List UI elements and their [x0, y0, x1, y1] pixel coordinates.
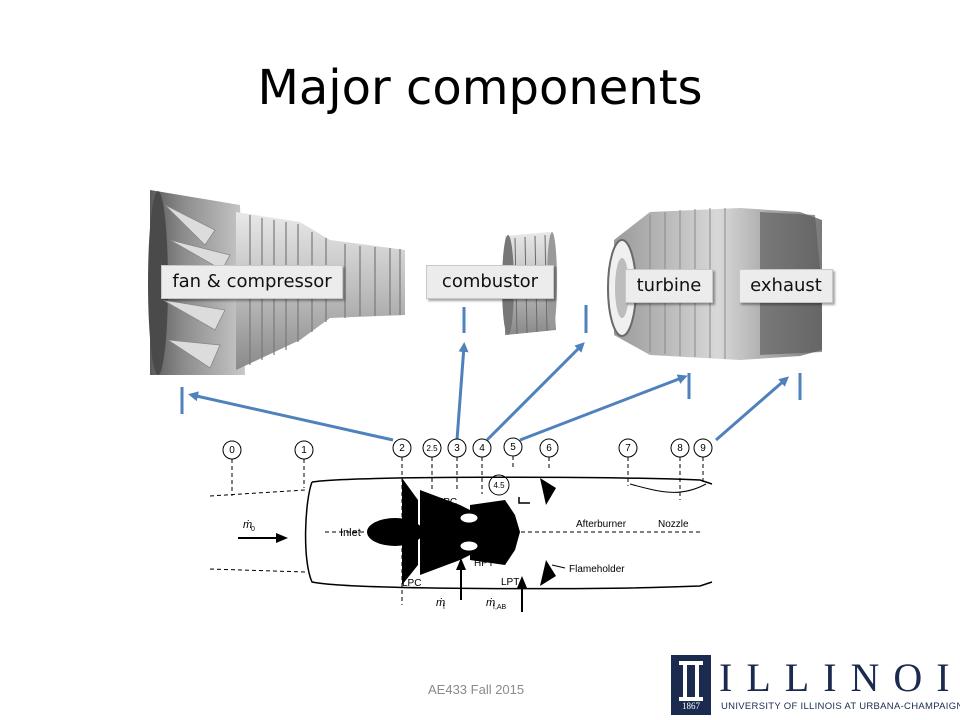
engine-schematic: 0 1 2 2.5 3 4 5 6 7 8 9 4.5 [209, 437, 713, 612]
label-nozzle: Nozzle [658, 519, 689, 530]
label-mf: ṁ [436, 597, 445, 609]
station-7: 7 [625, 443, 631, 454]
slide-title: Major components [257, 60, 703, 116]
label-mfab: ṁ [486, 597, 495, 609]
station-3: 3 [454, 443, 460, 454]
label-hpc: HPC [436, 497, 457, 508]
label-mfab-sub: f,AB [493, 604, 507, 611]
arrow-to-exhaust [715, 376, 790, 442]
label-mf-sub: f [443, 604, 445, 611]
arrow-to-fan [188, 391, 394, 442]
label-inlet: Inlet [340, 527, 361, 539]
station-8: 8 [677, 443, 683, 454]
station-2: 2 [399, 443, 405, 454]
station-5: 5 [510, 442, 516, 453]
station-2-5: 2.5 [426, 444, 438, 453]
label-lpc: LPC [402, 578, 421, 589]
station-4: 4 [479, 443, 485, 454]
callout-exhaust: exhaust [739, 269, 833, 303]
label-hpt: HPT [474, 558, 494, 569]
arrow-to-turbine [519, 374, 688, 442]
arrow-to-combustor [455, 342, 469, 441]
station-6: 6 [546, 443, 552, 454]
logo-subtitle: UNIVERSITY OF ILLINOIS AT URBANA-CHAMPAI… [721, 701, 960, 712]
callout-turbine: turbine [625, 269, 713, 303]
label-m0: ṁ [243, 519, 252, 531]
station-0: 0 [229, 445, 235, 456]
station-1: 1 [301, 445, 307, 456]
station-4-5: 4.5 [493, 481, 505, 490]
university-logo: 1867 ILLINOIS UNIVERSITY OF ILLINOIS AT … [671, 655, 960, 717]
arrow-to-combustor-end [485, 342, 585, 442]
callout-combustor: combustor [426, 265, 554, 299]
slide-footer: AE433 Fall 2015 [428, 682, 525, 697]
label-lpt: LPT [501, 577, 519, 588]
logo-year: 1867 [682, 701, 700, 711]
logo-wordmark: ILLINOIS [719, 655, 960, 700]
station-9: 9 [700, 443, 706, 454]
callout-fan-compressor: fan & compressor [161, 265, 343, 299]
label-flameholder: Flameholder [569, 564, 625, 575]
label-afterburner: Afterburner [576, 519, 627, 530]
block-i-icon: 1867 [671, 655, 711, 715]
label-m0-sub: 0 [251, 526, 255, 533]
bracket-marks [180, 305, 802, 414]
